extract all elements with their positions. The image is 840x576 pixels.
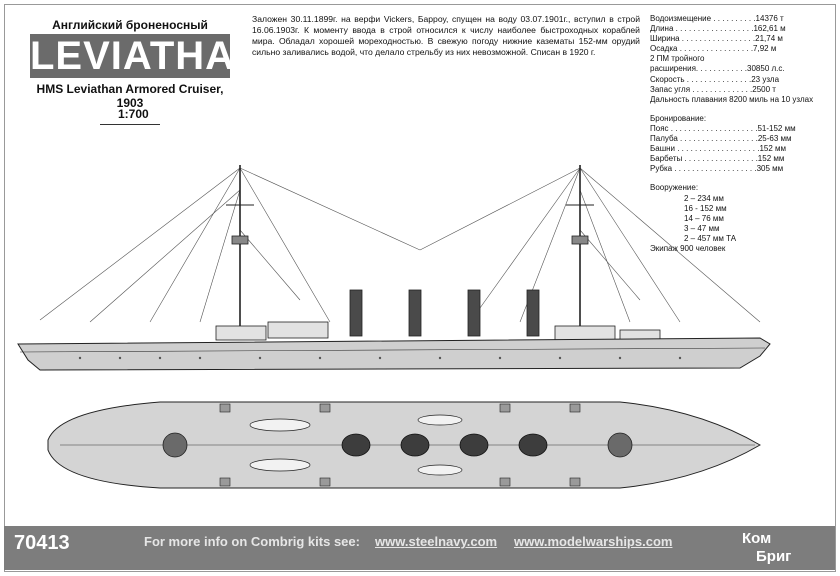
page-frame <box>4 4 836 572</box>
spec-draft: Осадка . . . . . . . . . . . . . . . . .… <box>650 44 777 54</box>
logo-line-1: Ком <box>742 530 772 547</box>
footer-bar <box>4 526 835 570</box>
armor-conning: Рубка . . . . . . . . . . . . . . . . . … <box>650 164 784 174</box>
specifications-panel: Водоизмещение . . . . . . . . . .14376 т… <box>650 14 834 254</box>
armor-deck: Палуба . . . . . . . . . . . . . . . . .… <box>650 134 792 144</box>
side-portholes <box>78 356 682 360</box>
ship-name-title: LEVIATHAN <box>30 34 265 78</box>
superstructure <box>215 321 661 343</box>
armament-main-guns: 2 – 234 мм <box>684 193 724 203</box>
top-view-casemates <box>219 403 581 487</box>
top-view-turrets <box>162 432 633 458</box>
funnel-4 <box>526 289 540 337</box>
masts <box>226 165 594 340</box>
armor-belt: Пояс . . . . . . . . . . . . . . . . . .… <box>650 123 796 133</box>
funnels <box>349 289 540 337</box>
top-view-boats <box>249 414 463 476</box>
top-view-funnels <box>341 433 548 457</box>
armament-76mm-guns: 14 – 76 мм <box>684 213 724 223</box>
armor-barbettes: Барбеты . . . . . . . . . . . . . . . . … <box>650 154 785 164</box>
spec-speed: Скорость . . . . . . . . . . . . . . .23… <box>650 74 780 84</box>
footer-info-text: For more info on Combrig kits see: <box>144 534 360 549</box>
kit-code: 70413 <box>14 532 70 554</box>
funnel-2 <box>408 289 422 337</box>
crew-count: Экипаж 900 человек <box>650 243 726 253</box>
spec-displacement: Водоизмещение . . . . . . . . . .14376 т <box>650 14 784 23</box>
spec-length: Длина . . . . . . . . . . . . . . . . . … <box>650 24 786 34</box>
title-english: HMS Leviathan Armored Cruiser, 1903 <box>36 82 224 110</box>
combrig-logo: Ком Бриг <box>742 530 820 570</box>
scale-label: 1:700 <box>118 107 149 121</box>
armament-torpedo-tubes: 2 – 457 мм ТА <box>684 233 737 243</box>
rigging <box>39 167 761 323</box>
armament-heading: Вооружение: <box>650 183 699 193</box>
spec-beam: Ширина . . . . . . . . . . . . . . . . .… <box>650 34 783 44</box>
funnel-3 <box>467 289 481 337</box>
armor-turrets: Башни . . . . . . . . . . . . . . . . . … <box>650 144 787 154</box>
spec-range: Дальность плавания 8200 миль на 10 узлах <box>650 94 814 104</box>
hull-side-profile <box>17 337 771 371</box>
funnel-1 <box>349 289 363 337</box>
steelnavy-link[interactable]: www.steelnavy.com <box>375 534 498 549</box>
armor-heading: Бронирование: <box>650 113 707 123</box>
armament-secondary-guns: 16 - 152 мм <box>684 203 727 213</box>
logo-line-2: Бриг <box>756 548 792 565</box>
spec-engine-1: 2 ПМ тройного <box>650 54 705 64</box>
scale-underline <box>100 124 160 125</box>
spec-coal: Запас угля . . . . . . . . . . . . . .25… <box>650 84 776 94</box>
armament-47mm-guns: 3 – 47 мм <box>684 223 720 233</box>
modelwarships-link[interactable]: www.modelwarships.com <box>514 534 673 549</box>
ship-description: Заложен 30.11.1899г. на верфи Vickers, Б… <box>252 14 640 57</box>
spec-engine-2: расширения. . . . . . . . . . . .30850 л… <box>650 64 785 74</box>
